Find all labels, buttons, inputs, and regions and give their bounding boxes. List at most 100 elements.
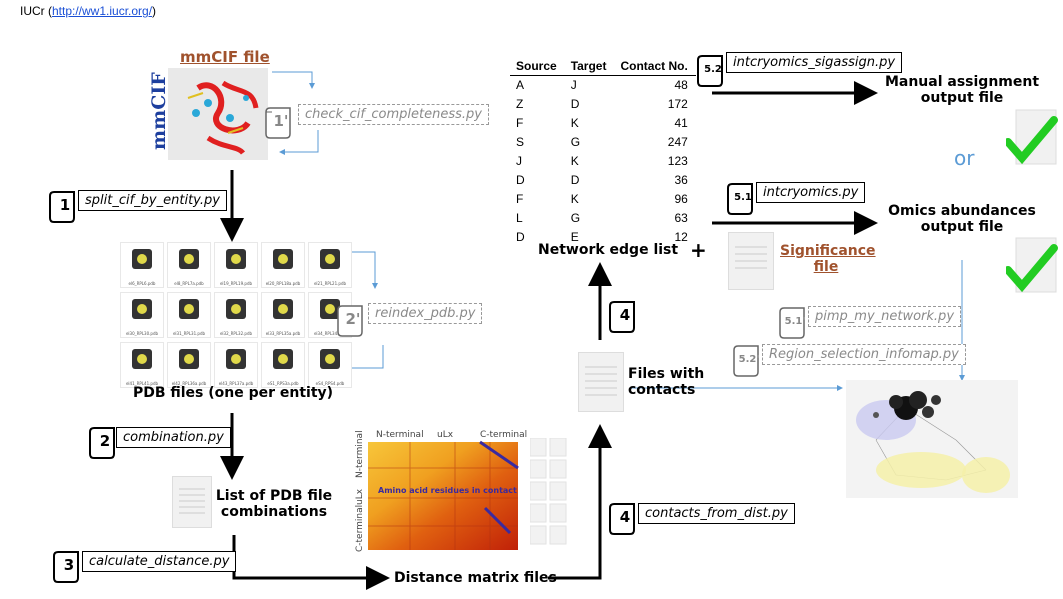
region-selection-infomap-script: Region_selection_infomap.py [762,344,966,365]
table-cell: L [516,211,523,225]
pdb-file-name: el21_RPL21.pdb [313,281,347,286]
table-cell: G [570,211,581,225]
pdb-file-item: el8_RPL7a.pdb [167,242,211,288]
significance-document-icon [728,232,774,290]
pdb-file-icon [132,349,152,369]
table-cell: D [570,97,580,111]
source-credit: IUCr (http://ww1.iucr.org/) [20,4,157,18]
pdb-file-item: el19_RPL19.pdb [214,242,258,288]
table-row: D E 12 [510,228,696,247]
intcryomics-script: intcryomics.py [756,182,866,203]
pdb-file-icon [320,349,340,369]
pdb-file-item: el30_RPL30.pdb [120,292,164,338]
pdb-file-name: el34_RPL34.pdb [313,331,347,336]
pdb-file-name: el8_RPL7a.pdb [174,281,204,286]
table-cell: D [516,230,525,244]
pdb-file-icon [320,249,340,269]
table-cell: D [516,173,525,187]
matrix-top-mid-label: uLx [437,430,454,440]
manual-check-icon [1004,108,1058,168]
pdb-file-icon [273,249,293,269]
mmcif-logo: mmCIF [148,72,170,150]
table-header-cell: Target [564,58,615,76]
pdb-files-label: PDB files (one per entity) [132,385,334,401]
step-5-2-scroll-icon: 5.2 [696,52,726,88]
pdb-file-name: el6_RPL6.pdb [128,281,156,286]
pdb-file-item: el43_RPL37a.pdb [214,342,258,388]
iucr-link[interactable]: http://ww1.iucr.org/ [52,4,153,18]
matrix-top-right-label: C-terminal [480,430,528,440]
pdb-file-name: el30_RPL30.pdb [125,331,159,336]
pdb-file-item: el31_RPL31.pdb [167,292,211,338]
table-cell: 123 [667,154,688,168]
network-visualisation [846,380,1018,498]
pdb-file-name: el33_RPL35a.pdb [265,331,301,336]
pdb-file-item: eS4_RPS4.pdb [308,342,352,388]
combinations-label: List of PDB file combinations [215,488,333,520]
table-header-cell: Contact No. [614,58,696,76]
pdb-file-icon [179,249,199,269]
split-cif-by-entity-script: split_cif_by_entity.py [78,190,227,211]
matrix-side-bottom-label: C-terminal [355,504,365,552]
arrow-to-contacts [548,424,612,580]
network-edge-list-label: Network edge list [538,242,679,258]
table-cell: 172 [667,97,688,111]
matrix-annotation: Amino acid residues in contact [378,486,517,495]
table-cell: F [516,192,524,206]
pdb-file-name: el32_RPL32.pdb [219,331,253,336]
table-cell: 12 [674,230,688,244]
reindex-pdb-script: reindex_pdb.py [368,303,483,324]
pdb-file-name: eS1_RPS3a.pdb [267,381,299,386]
protein-structure-icon [187,80,259,155]
pdb-file-name: eS4_RPS4.pdb [315,381,345,386]
matrix-file-thumbnails [529,437,570,548]
pdb-file-item: el32_RPL32.pdb [214,292,258,338]
distance-matrix-heatmap [360,438,526,552]
table-cell: J [516,154,522,168]
matrix-side-mid-label: uLx [355,488,365,505]
pdb-file-item: el41_RPL41.pdb [120,342,164,388]
step-1-scroll-icon: 1 [48,188,78,224]
step-5-1-scroll-icon: 5.1 [726,180,756,216]
pdb-file-item: el6_RPL6.pdb [120,242,164,288]
pdb-file-item: eS1_RPS3a.pdb [261,342,305,388]
table-header-cell: Source [510,58,565,76]
mmcif-structure-image [168,68,268,160]
contacts-document-icon [578,352,624,412]
pdb-file-name: el42_RPL36a.pdb [171,381,207,386]
network-graph-icon [856,391,1010,493]
table-cell: E [570,230,579,244]
calculate-distance-script: calculate_distance.py [82,551,237,572]
pdb-file-icon [226,249,246,269]
pdb-file-icon [132,299,152,319]
table-cell: 41 [674,116,688,130]
pdb-file-name: el41_RPL41.pdb [125,381,159,386]
pdb-file-item: el21_RPL21.pdb [308,242,352,288]
check-cif-completeness-script: check_cif_completeness.py [298,104,489,125]
step-4b-scroll-icon: 4 [608,298,638,334]
pdb-file-name: el20_RPL18a.pdb [265,281,301,286]
table-cell: A [516,78,525,92]
combination-script: combination.py [116,427,231,448]
table-cell: G [570,135,581,149]
intcryomics-sigassign-script: intcryomics_sigassign.py [726,52,903,73]
step-5-2prime-scroll-icon: 5.2' [732,342,762,378]
omics-abundances-label: Omics abundances output file [888,203,1036,235]
table-cell: 96 [674,192,688,206]
plus-sign: + [690,238,707,262]
contacts-from-dist-script: contacts_from_dist.py [638,503,795,524]
pdb-file-icon [226,349,246,369]
table-cell: S [516,135,525,149]
matrix-side-top-label: N-terminal [355,430,365,478]
table-cell: F [516,116,524,130]
pdb-file-name: el19_RPL19.pdb [219,281,253,286]
